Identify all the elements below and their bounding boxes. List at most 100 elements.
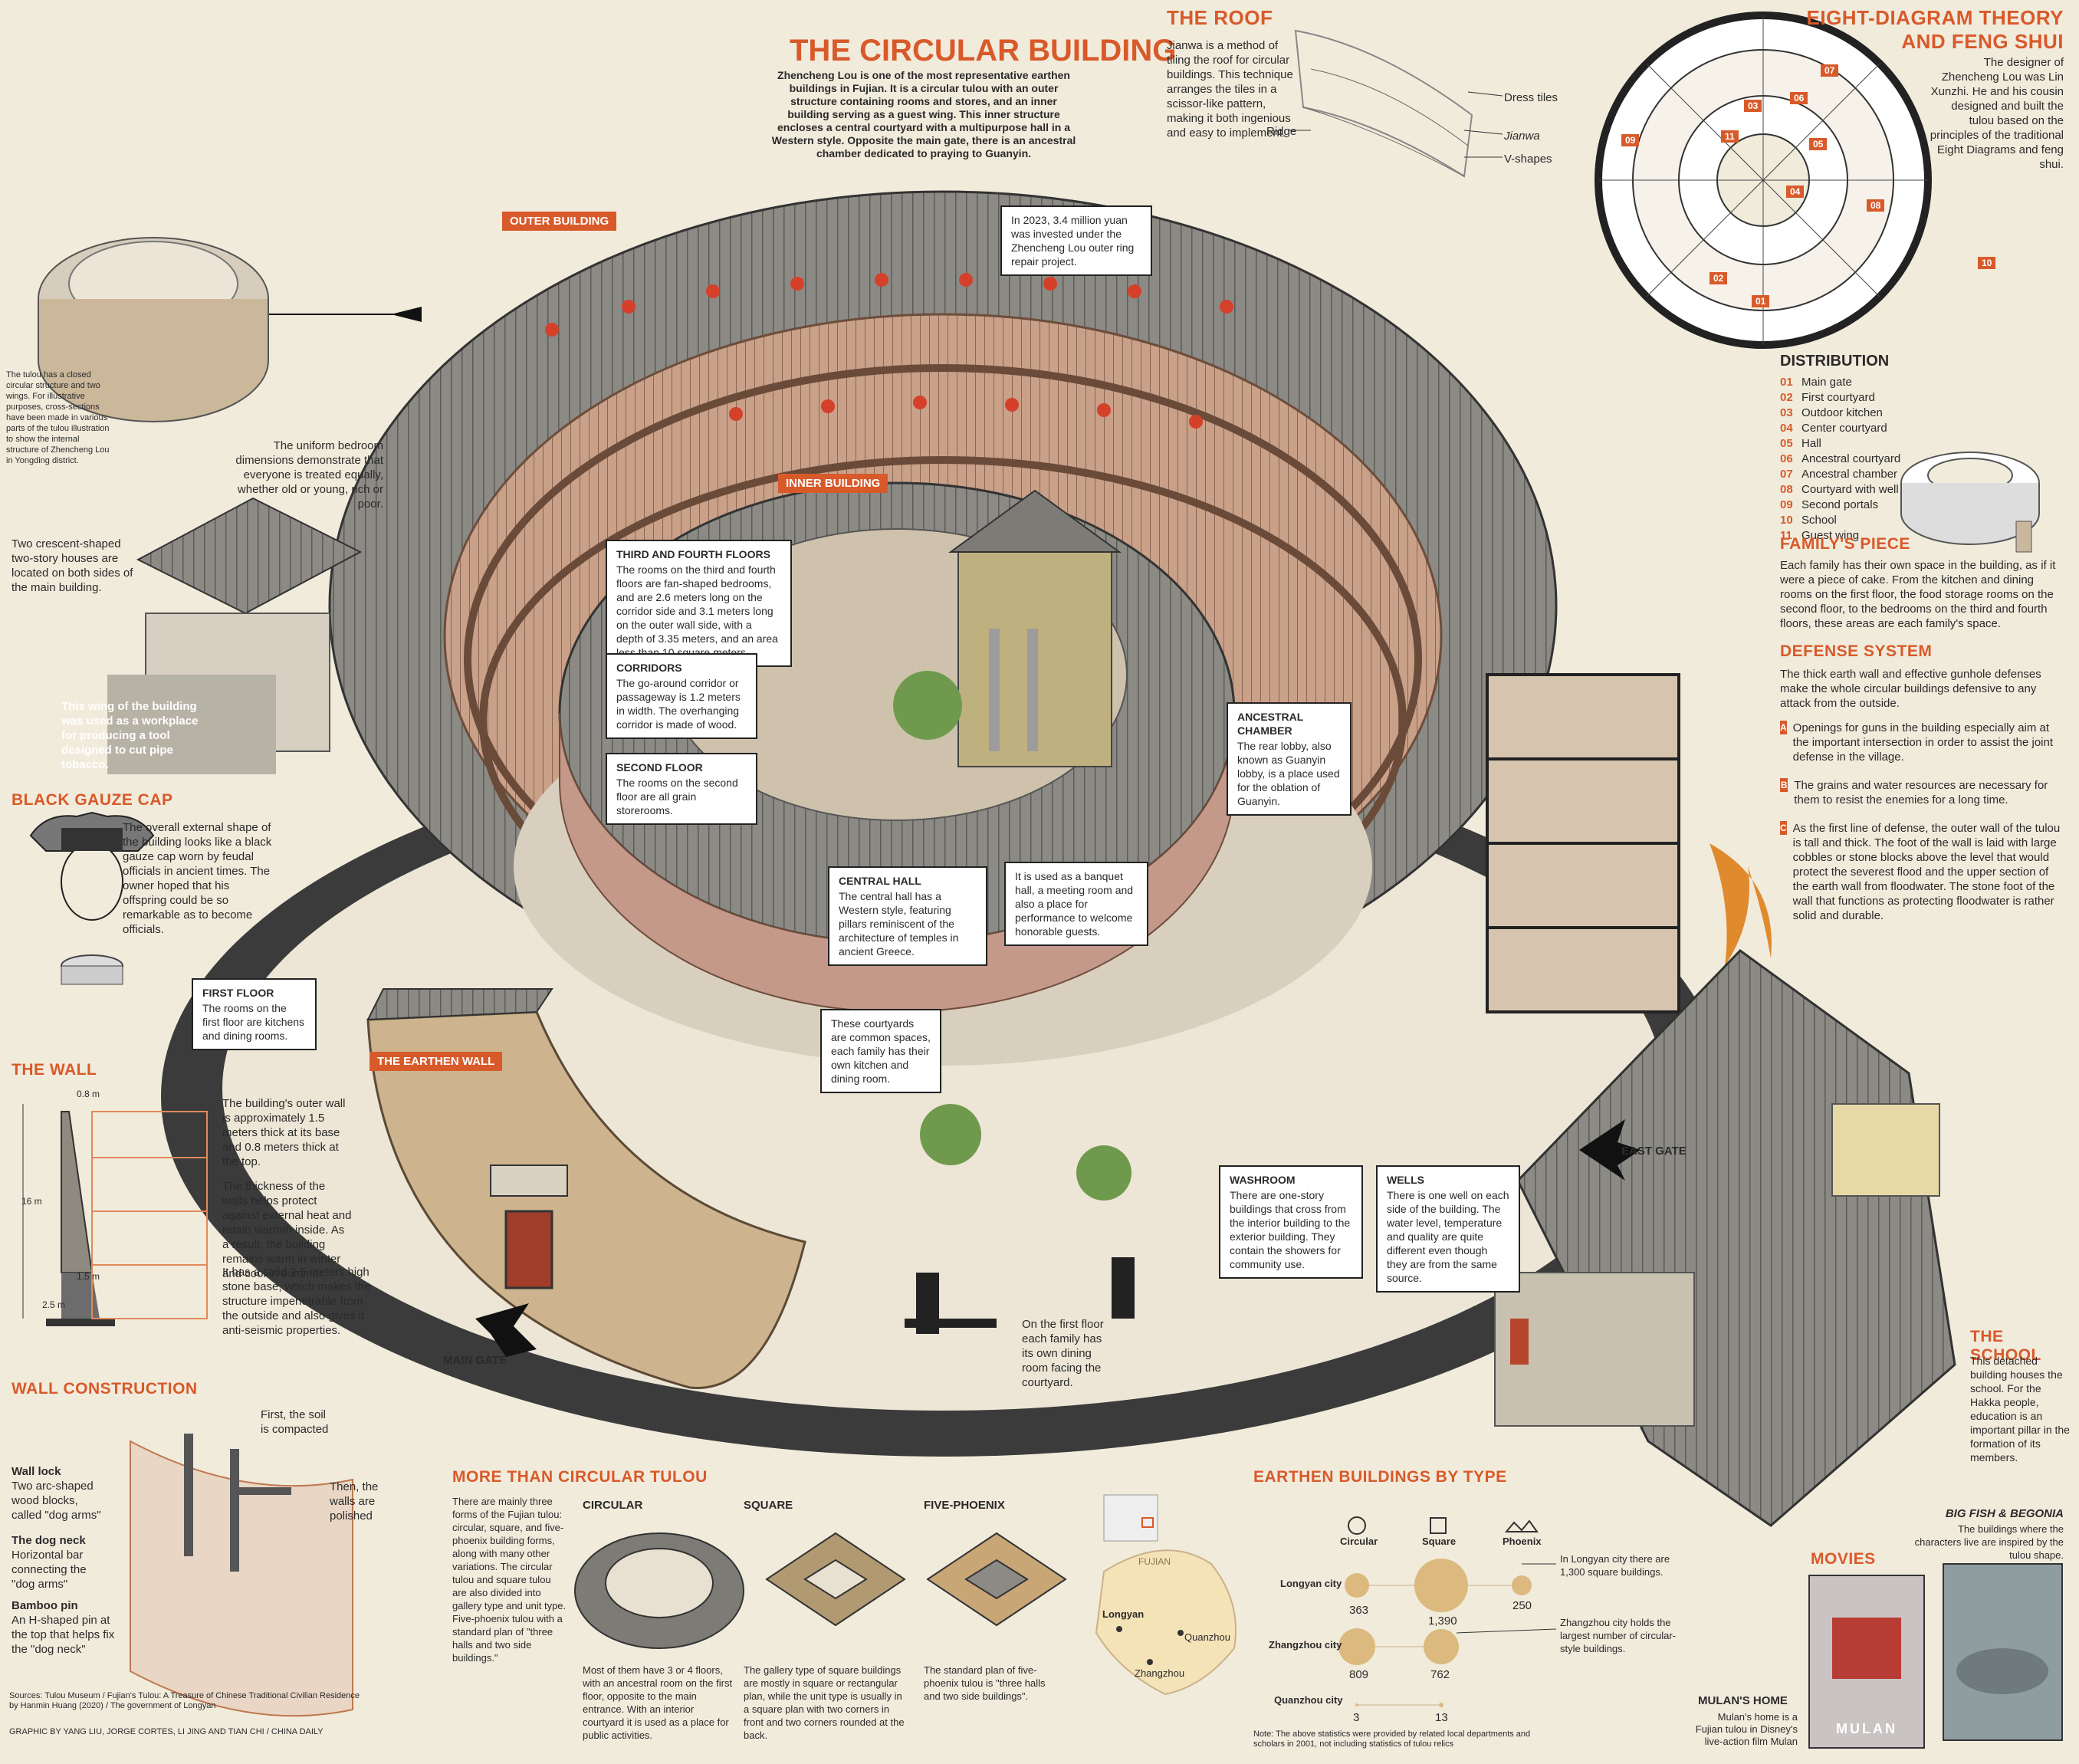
bubble-zhangzhou-circular	[1338, 1628, 1375, 1665]
construction-first: First, the soil is compacted	[261, 1408, 329, 1436]
main-gate-label: MAIN GATE	[443, 1354, 507, 1367]
value-quanzhou-circular: 3	[1353, 1711, 1360, 1724]
eight-diagram-plan	[1595, 11, 1932, 349]
types-note-2: Zhangzhou city holds the largest number …	[1560, 1617, 1676, 1654]
first-floor-note: On the first floor each family has its o…	[1022, 1318, 1104, 1389]
defense-heading: DEFENSE SYSTEM	[1780, 642, 1933, 660]
repair-box: In 2023, 3.4 million yuan was invested u…	[1000, 205, 1152, 276]
map-longyan-label: Longyan	[1102, 1608, 1145, 1620]
square-text: The gallery type of square buildings are…	[744, 1664, 905, 1741]
phoenix-text: The standard plan of five-phoenix tulou …	[924, 1664, 1046, 1702]
value-longyan-square: 1,390	[1428, 1615, 1457, 1628]
eight-diagram-heading-1: EIGHT-DIAGRAM THEORY	[1806, 6, 2064, 29]
wing-note: This wing of the building was used as a …	[61, 700, 199, 771]
types-heading: EARTHEN BUILDINGS BY TYPE	[1253, 1468, 1507, 1486]
east-gate-arrow	[1579, 1119, 1641, 1181]
plan-label: 03	[1744, 100, 1762, 112]
plan-label: 09	[1621, 134, 1640, 146]
eight-diagram-text: The designer of Zhencheng Lou was Lin Xu…	[1930, 56, 2064, 171]
bubble-quanzhou-circular	[1355, 1703, 1358, 1707]
construction-then: Then, the walls are polished	[330, 1480, 379, 1523]
value-quanzhou-square: 13	[1435, 1711, 1448, 1724]
plan-label: 04	[1786, 186, 1805, 198]
courtyards-box: These courtyards are common spaces, each…	[820, 1009, 941, 1093]
roof-heading: THE ROOF	[1167, 6, 1273, 29]
map-quanzhou-label: Quanzhou	[1184, 1631, 1230, 1643]
bubble-zhangzhou-square	[1424, 1629, 1459, 1664]
plan-label: 02	[1710, 272, 1728, 284]
page-title: THE CIRCULAR BUILDING	[790, 34, 1177, 67]
type-icon-square	[1430, 1517, 1447, 1534]
type-col-phoenix: Phoenix	[1503, 1536, 1542, 1547]
fujian-map	[1095, 1494, 1237, 1696]
plan-label: 10	[1978, 257, 1996, 269]
type-icon-circular	[1348, 1516, 1366, 1535]
type-col-circular: Circular	[1340, 1536, 1378, 1547]
type-col-square: Square	[1422, 1536, 1457, 1547]
roof-label-dress: Dress tiles	[1504, 91, 1558, 104]
gauze-text: The overall external shape of the buildi…	[123, 821, 272, 936]
east-gate-label: EAST GATE	[1621, 1145, 1687, 1158]
sources: Sources: Tulou Museum / Fujian's Tulou: …	[9, 1691, 360, 1710]
circular-text: Most of them have 3 or 4 floors, with an…	[583, 1664, 733, 1741]
more-heading: MORE THAN CIRCULAR TULOU	[452, 1468, 708, 1486]
crescent-note: Two crescent-shaped two-story houses are…	[11, 537, 133, 594]
west-wing-roof	[136, 497, 363, 615]
map-fujian-label: FUJIAN	[1138, 1556, 1171, 1567]
plan-label: 01	[1752, 295, 1770, 307]
value-longyan-phoenix: 250	[1512, 1599, 1532, 1612]
bubble-longyan-square	[1414, 1559, 1468, 1612]
type-icon-phoenix	[1504, 1519, 1539, 1532]
mulan-heading: MULAN'S HOME	[1698, 1694, 1788, 1707]
wall-section-diagram	[22, 1104, 208, 1326]
big-fish-text: The buildings where the characters live …	[1914, 1523, 2064, 1561]
earthen-wall	[366, 1010, 806, 1389]
square-tulou-thumb	[765, 1532, 906, 1627]
wall-dim-top: 0.8 m	[77, 1089, 100, 1099]
movies-heading: MOVIES	[1811, 1550, 1876, 1568]
tulou-note: The tulou has a closed circular structur…	[6, 370, 110, 465]
square-heading: SQUARE	[744, 1499, 793, 1512]
row-city-longyan: Longyan city	[1280, 1578, 1342, 1589]
plan-number-labels: 07 06 03 04 05 11 08 09 02 01 10	[1598, 15, 1996, 345]
wall-heading: THE WALL	[11, 1061, 97, 1079]
types-note-1: In Longyan city there are 1,300 square b…	[1560, 1553, 1670, 1578]
main-gate-arrow	[475, 1303, 537, 1357]
row-city-quanzhou: Quanzhou city	[1274, 1694, 1343, 1706]
plan-label: 07	[1821, 64, 1839, 77]
big-fish-heading: BIG FISH & BEGONIA	[1945, 1507, 2064, 1520]
more-text: There are mainly three forms of the Fuji…	[452, 1496, 567, 1664]
gauze-heading: BLACK GAUZE CAP	[11, 791, 173, 809]
wall-construction-diagram	[130, 1434, 353, 1717]
inner-building-tag: INNER BUILDING	[778, 474, 888, 493]
roof-text: Jianwa is a method of tiling the roof fo…	[1167, 39, 1293, 140]
fire-icon	[1710, 843, 1772, 966]
plan-label: 11	[1721, 130, 1739, 143]
map-zhangzhou-label: Zhangzhou	[1135, 1667, 1185, 1679]
banquet-box: It is used as a banquet hall, a meeting …	[1004, 862, 1148, 946]
mulan-poster-title: MULAN	[1836, 1721, 1897, 1736]
outer-building-tag: OUTER BUILDING	[502, 212, 617, 231]
plan-label: 08	[1867, 199, 1885, 212]
roof-label-jianwa: Jianwa	[1504, 130, 1540, 143]
wall-dim-height: 16 m	[21, 1196, 42, 1207]
